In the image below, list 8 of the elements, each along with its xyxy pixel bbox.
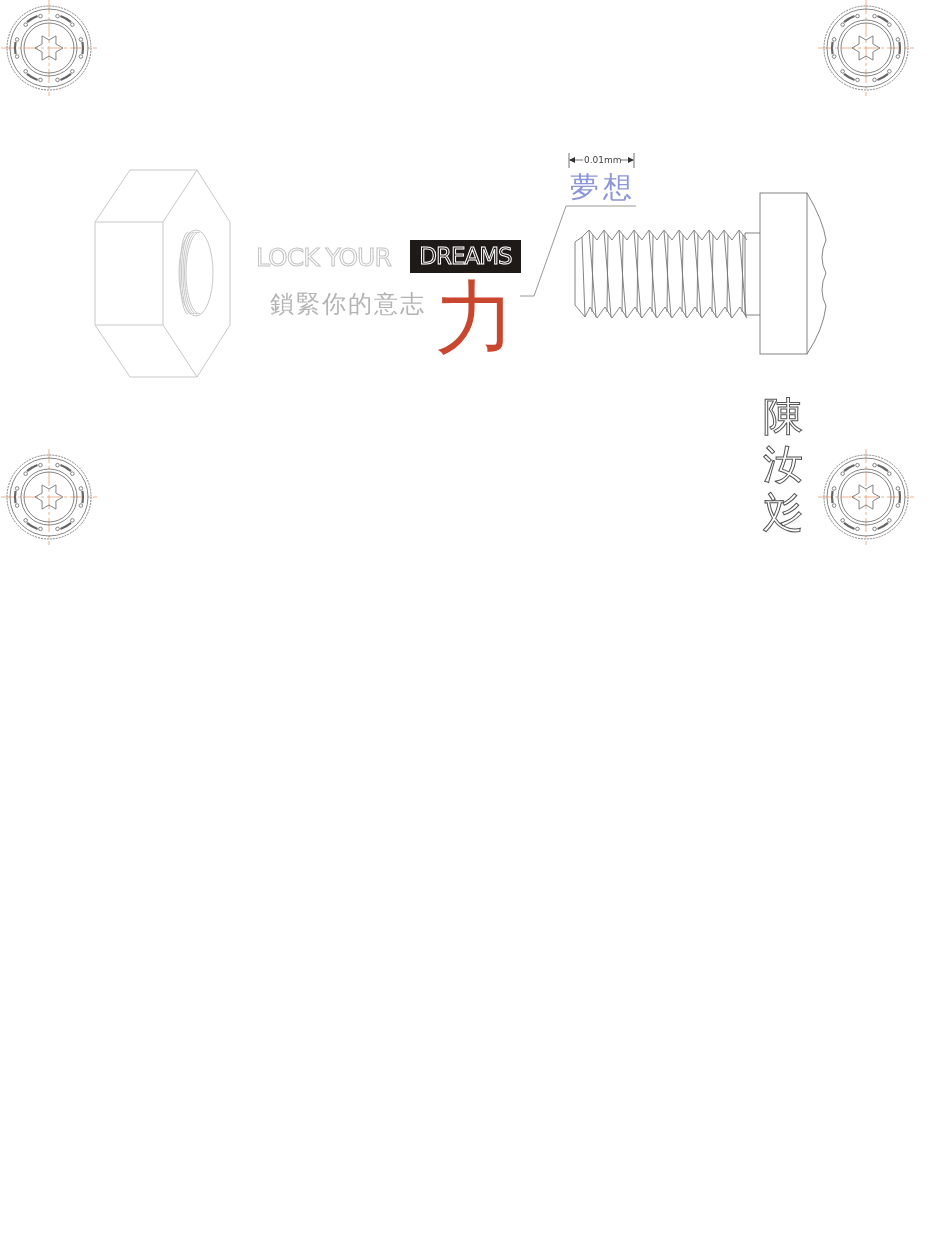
signature-text: 陳汝彣: [762, 392, 804, 536]
keyword-text: 夢想: [570, 168, 636, 206]
dimension-label: 0.01mm: [584, 154, 622, 166]
slogan-text: 鎖緊你的意志: [270, 289, 426, 320]
highlight-character: 力: [432, 276, 518, 360]
leader-line: [519, 205, 637, 297]
slogan-text: LOCK YOUR: [256, 242, 391, 274]
title-box: DREAMS: [410, 240, 521, 273]
